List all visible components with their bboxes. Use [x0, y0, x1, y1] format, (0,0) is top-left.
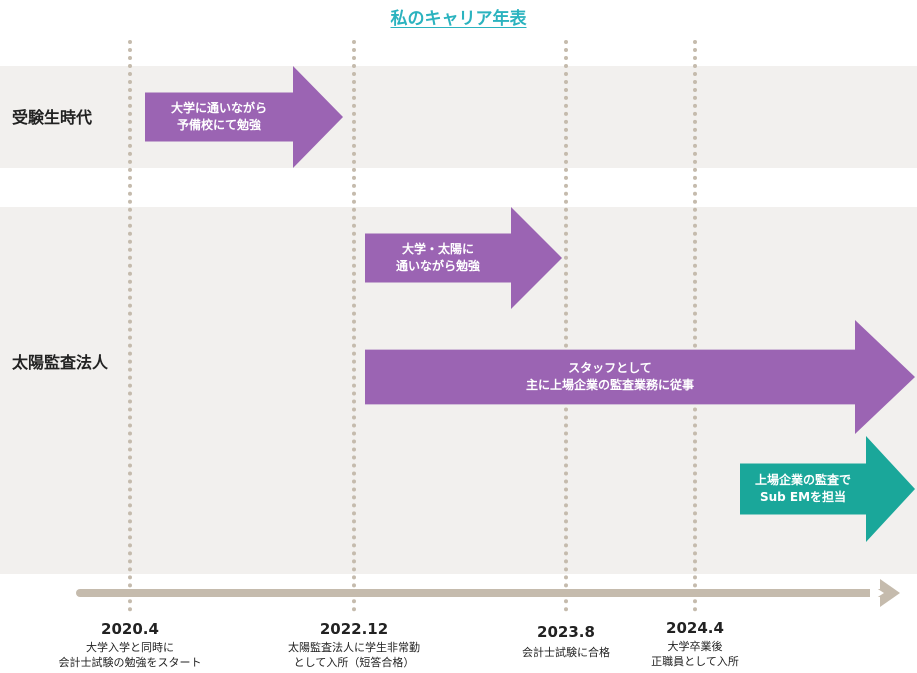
milestone-caption: 会計士試験に合格	[522, 646, 610, 659]
milestone-date: 2020.4	[101, 620, 159, 638]
milestone-date: 2023.8	[537, 623, 595, 641]
milestone-caption: 太陽監査法人に学生非常勤 として入所（短答合格）	[288, 641, 420, 669]
period-text-study-and-work: 大学・太陽に 通いながら勉強	[395, 242, 480, 273]
milestone-line-2024-4	[693, 40, 697, 612]
milestone-line-2022-12	[352, 40, 356, 612]
milestone-caption: 大学入学と同時に 会計士試験の勉強をスタート	[58, 641, 202, 669]
row-label-firm: 太陽監査法人	[12, 353, 109, 372]
period-text-staff: スタッフとして 主に上場企業の監査業務に従事	[525, 361, 694, 392]
timeline-arrow-head-icon	[870, 579, 900, 607]
milestone-line-2020-4	[128, 40, 132, 612]
milestone-date: 2024.4	[666, 619, 724, 637]
milestone-line-2023-8	[564, 40, 568, 612]
milestone-date: 2022.12	[319, 620, 389, 638]
timeline-axis	[76, 589, 896, 597]
row-label-student: 受験生時代	[12, 108, 93, 127]
page-title: 私のキャリア年表	[390, 9, 527, 29]
milestone-caption: 大学卒業後 正職員として入所	[651, 640, 739, 668]
period-text-sub-em: 上場企業の監査で Sub EMを担当	[754, 473, 851, 504]
row-band-student	[0, 66, 917, 168]
period-text-prep-school: 大学に通いながら 予備校にて勉強	[170, 101, 267, 132]
